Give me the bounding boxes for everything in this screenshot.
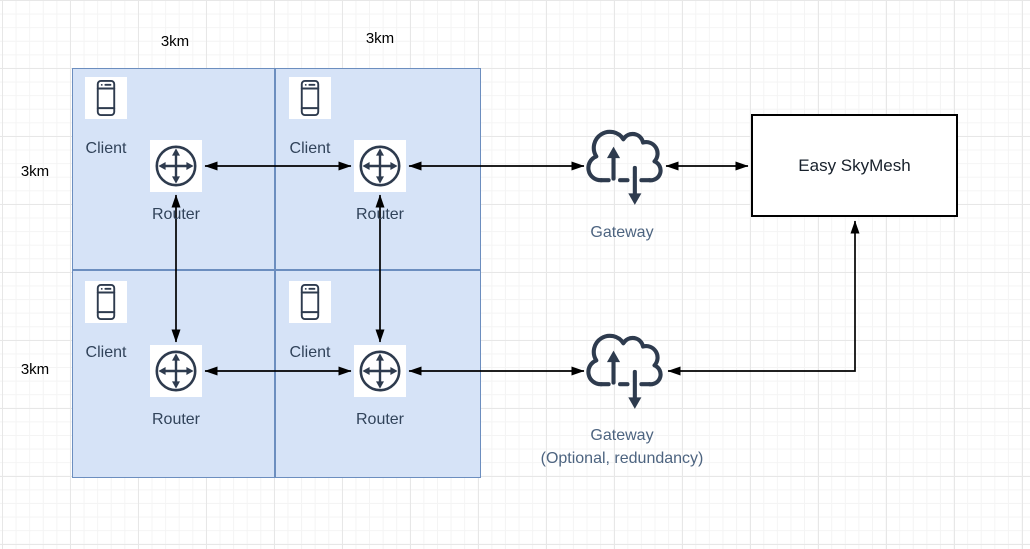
client-label: Client	[289, 344, 331, 361]
gateway-label-line1: Gateway	[590, 427, 654, 444]
distance-label-left-1: 3km	[20, 163, 50, 180]
easy-skymesh-box[interactable]: Easy SkyMesh	[751, 114, 958, 217]
router-icon[interactable]	[150, 345, 202, 397]
router-label: Router	[355, 411, 405, 428]
cloud-up-down-arrows-icon[interactable]	[584, 322, 666, 412]
distance-label-left-2: 3km	[20, 361, 50, 378]
router-label: Router	[151, 411, 201, 428]
gateway-optional-label: Gateway (Optional, redundancy)	[502, 424, 742, 470]
client-label: Client	[85, 344, 127, 361]
router-icon[interactable]	[150, 140, 202, 192]
cloud-up-down-arrows-icon[interactable]	[584, 118, 666, 208]
smartphone-icon[interactable]	[289, 281, 331, 323]
easy-skymesh-label: Easy SkyMesh	[798, 155, 911, 175]
smartphone-icon[interactable]	[85, 281, 127, 323]
router-icon[interactable]	[354, 345, 406, 397]
gateway-label-line2: (Optional, redundancy)	[540, 450, 704, 467]
distance-label-top-1: 3km	[160, 33, 190, 50]
distance-label-top-2: 3km	[365, 30, 395, 47]
router-label: Router	[151, 206, 201, 223]
client-label: Client	[289, 140, 331, 157]
router-label: Router	[355, 206, 405, 223]
router-icon[interactable]	[354, 140, 406, 192]
gateway-label: Gateway	[590, 224, 654, 241]
client-label: Client	[85, 140, 127, 157]
smartphone-icon[interactable]	[289, 77, 331, 119]
smartphone-icon[interactable]	[85, 77, 127, 119]
